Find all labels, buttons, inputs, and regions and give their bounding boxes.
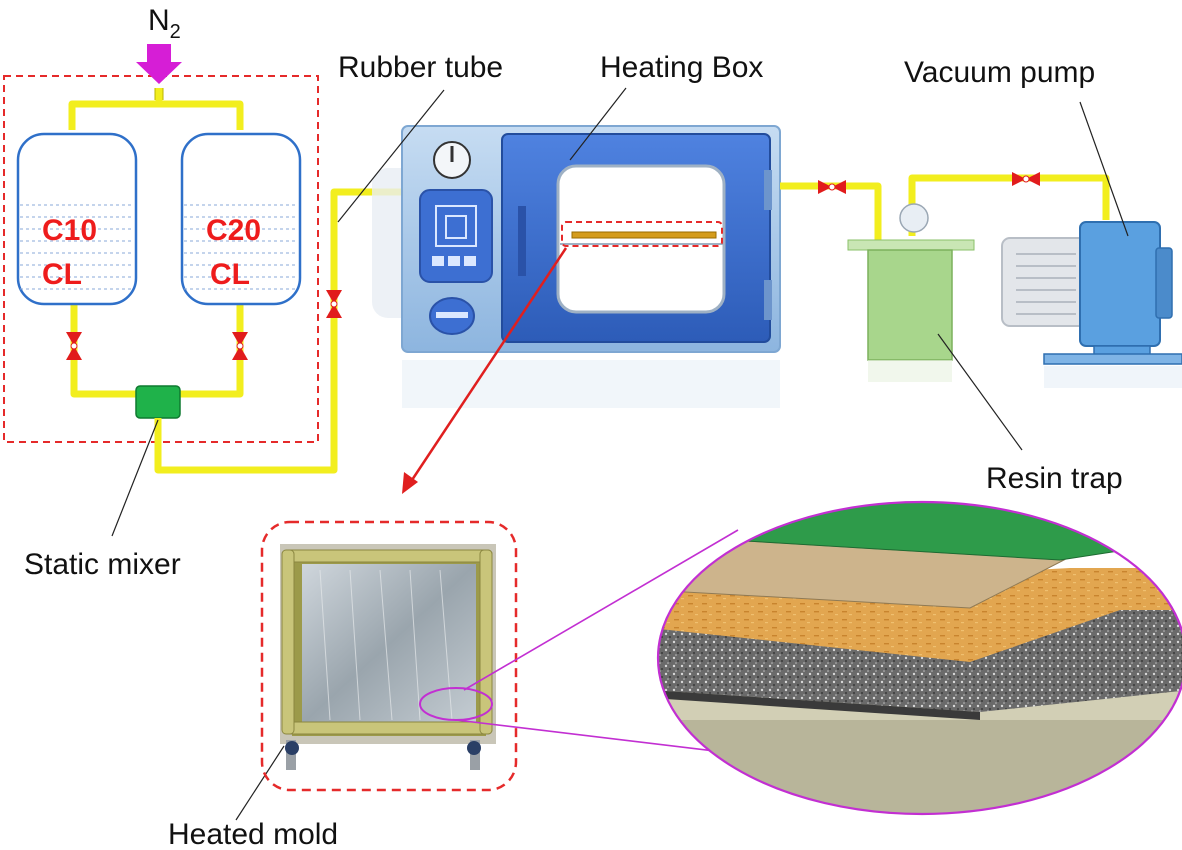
- tank-c10-label-line2: CL: [42, 258, 82, 291]
- inlet-manifold-pipe-edges: [154, 88, 164, 100]
- tank-c20-label-line1: C20: [206, 214, 261, 247]
- heated-mold-leader: [235, 745, 285, 821]
- layup-cross-section: [658, 502, 1182, 814]
- tank-c10: C10 CL: [16, 132, 138, 306]
- oven-to-trap-pipe: [780, 182, 882, 240]
- tank-c10-label-line1: C10: [42, 214, 97, 247]
- trap-to-pump-pipe: [908, 174, 1110, 236]
- valve-c20-outlet: [232, 332, 248, 360]
- valve-vacuum-line-2: [1012, 172, 1040, 186]
- resin-trap-label: Resin trap: [986, 462, 1123, 495]
- heated-mold-label: Heated mold: [168, 818, 338, 850]
- zoom-arrow-head: [402, 472, 418, 494]
- heating-box: [372, 125, 781, 408]
- valve-c10-outlet: [66, 332, 82, 360]
- n2-inlet-arrow: [136, 44, 182, 84]
- tank-c20: C20 CL: [180, 132, 302, 306]
- heated-mold-photo: [280, 544, 496, 770]
- inlet-manifold-pipes: [68, 88, 244, 398]
- valve-vacuum-line-1: [818, 180, 846, 194]
- resin-trap-leader: [937, 333, 1023, 451]
- valve-feed-line: [326, 290, 342, 318]
- heated-mold-callout-box: [260, 520, 518, 792]
- static-mixer-leader: [111, 419, 159, 537]
- rubber-tube-leader: [337, 89, 445, 223]
- heating-box-label: Heating Box: [600, 51, 763, 84]
- oven-control-panel: [419, 189, 493, 283]
- vacuum-pump: [1001, 221, 1182, 388]
- layup-lens-outline: [656, 500, 1182, 816]
- rubber-tube-label: Rubber tube: [338, 51, 503, 84]
- oven-shelf-mold: [571, 231, 717, 239]
- heating-box-leader: [569, 87, 627, 161]
- n2-label: N2: [148, 4, 181, 43]
- vacuum-pump-leader: [1079, 101, 1129, 237]
- oven-window: [556, 164, 726, 314]
- static-mixer-label: Static mixer: [24, 548, 181, 581]
- tank-c20-label-line2: CL: [210, 258, 250, 291]
- zoom-arrow-line: [410, 247, 568, 481]
- vacuum-pump-label: Vacuum pump: [904, 56, 1095, 89]
- mixer-to-mold-pipe: [154, 188, 402, 474]
- oven-mold-callout-box: [561, 221, 723, 247]
- static-mixer: [135, 385, 181, 419]
- resin-trap: [847, 203, 975, 382]
- zoom-connector-top: [463, 529, 739, 691]
